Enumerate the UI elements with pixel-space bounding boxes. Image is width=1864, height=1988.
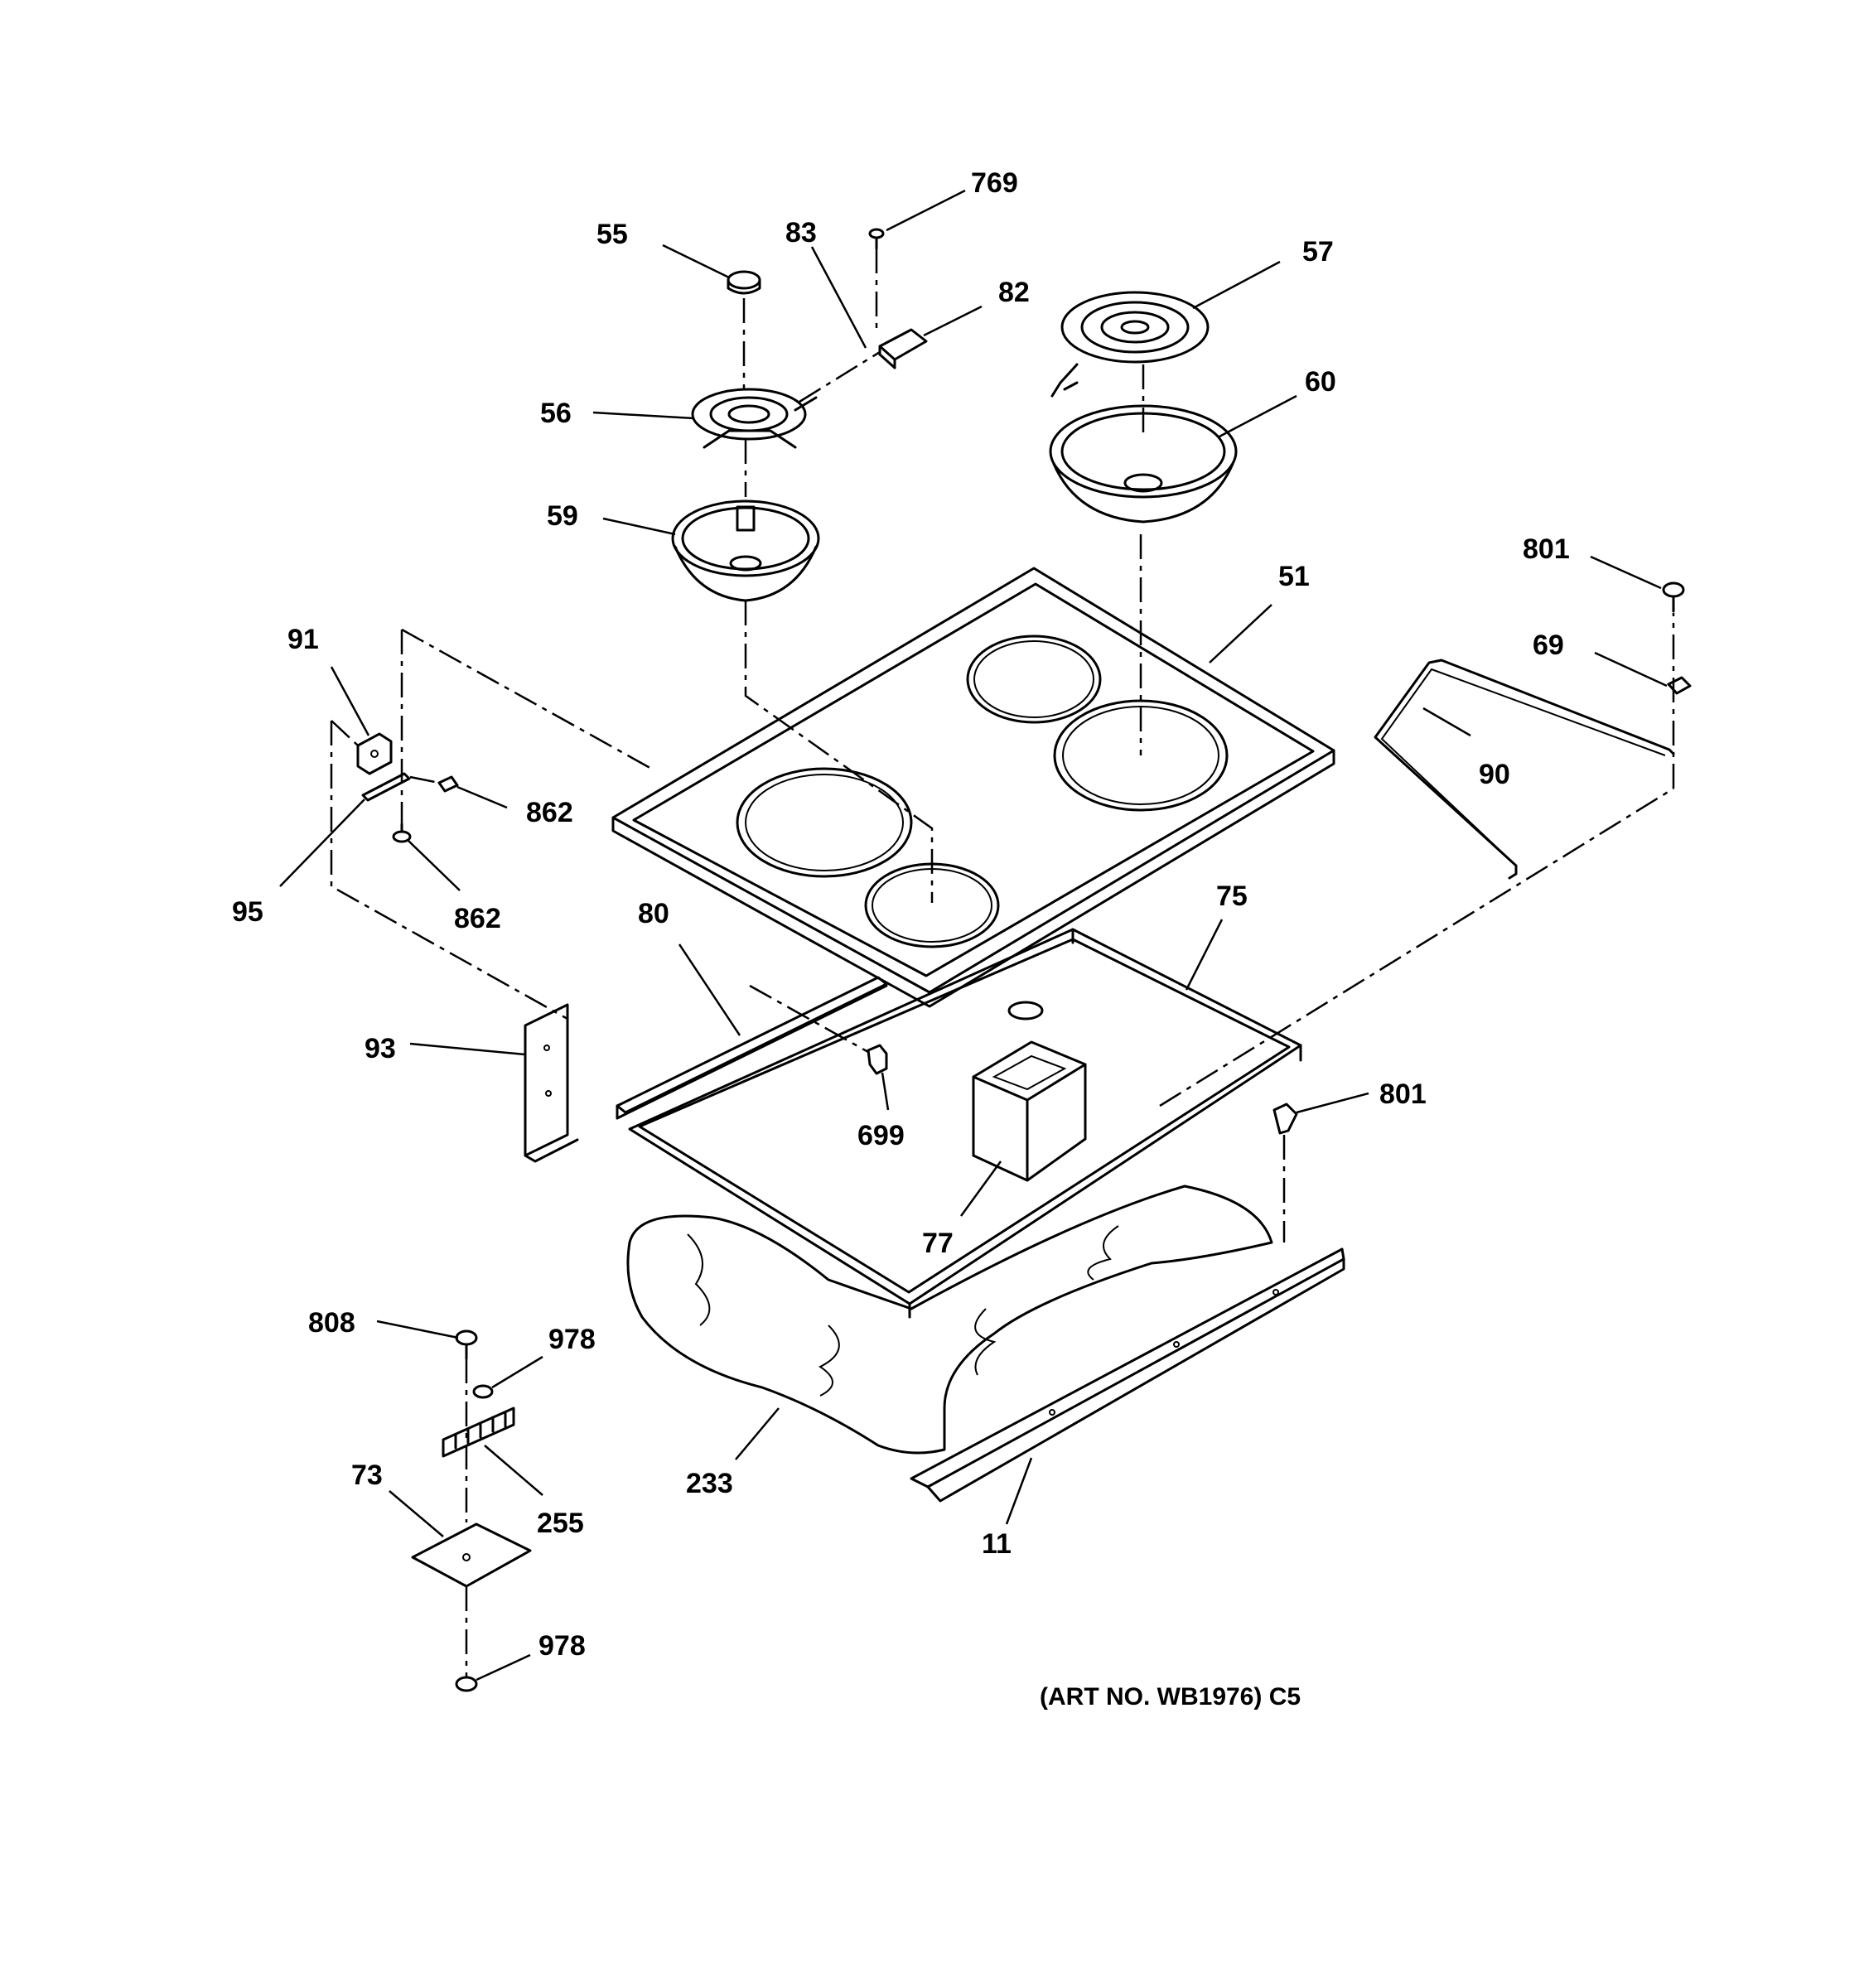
callout-77: 77 (922, 1228, 954, 1259)
callout-801-top: 801 (1523, 533, 1570, 565)
rack-90 (1374, 659, 1675, 880)
screw-808 (455, 1329, 478, 1360)
nut-978-b (455, 1676, 478, 1692)
callout-56: 56 (540, 398, 572, 429)
nut-978-a (472, 1384, 494, 1399)
clip-69 (1667, 676, 1692, 695)
callout-55: 55 (596, 219, 628, 250)
callout-769: 769 (971, 167, 1018, 199)
callout-862-upper: 862 (526, 797, 573, 828)
callout-862-lower: 862 (454, 903, 501, 934)
callout-95: 95 (232, 896, 263, 928)
switch-82 (878, 328, 928, 369)
insulation-block-77 (972, 1040, 1087, 1182)
callout-978-upper: 978 (548, 1324, 596, 1355)
surface-unit-large-57 (1050, 291, 1210, 398)
alignment-lines (330, 248, 1675, 1677)
bracket-91 (356, 732, 393, 775)
insulation-blanket-233 (626, 1185, 1273, 1455)
drip-pan-small-59 (671, 499, 820, 602)
screw-801-b (1272, 1103, 1298, 1135)
callout-11: 11 (982, 1528, 1012, 1560)
callout-93: 93 (365, 1033, 396, 1064)
callout-233: 233 (686, 1468, 733, 1499)
callout-801-right: 801 (1379, 1078, 1427, 1110)
clip-95 (361, 772, 411, 802)
knob-cap-55 (727, 270, 761, 295)
screw-862-b (392, 823, 412, 843)
drip-pan-large-60 (1049, 404, 1238, 524)
callout-57: 57 (1302, 236, 1334, 268)
screw-699 (867, 1044, 888, 1075)
surface-unit-small-56 (691, 388, 818, 449)
callout-69: 69 (1533, 630, 1564, 661)
callout-75: 75 (1216, 881, 1248, 912)
callout-82: 82 (998, 277, 1030, 308)
callout-83: 83 (785, 217, 817, 248)
screw-801-a (1662, 581, 1685, 613)
callout-labels: 769 55 83 82 57 60 56 59 801 51 69 91 90… (232, 167, 1570, 1662)
plate-73 (411, 1522, 532, 1588)
terminal-block-255 (442, 1407, 515, 1458)
callout-80: 80 (638, 898, 669, 929)
cooktop-51 (611, 567, 1335, 1008)
callout-60: 60 (1305, 366, 1336, 398)
burner-box-75 (628, 928, 1302, 1319)
callout-255: 255 (537, 1508, 584, 1539)
callout-51: 51 (1278, 561, 1310, 592)
callout-91: 91 (287, 624, 319, 655)
art-number: (ART NO. WB1976) C5 (1040, 1683, 1301, 1711)
callout-808: 808 (308, 1307, 355, 1339)
callout-73: 73 (351, 1460, 383, 1491)
callout-59: 59 (547, 500, 578, 532)
screw-769 (868, 228, 885, 250)
callout-90: 90 (1479, 759, 1510, 790)
screw-862-a (437, 775, 459, 793)
front-frame-80 (616, 976, 888, 1120)
callout-699: 699 (857, 1120, 905, 1151)
leader-lines (279, 189, 1668, 1682)
side-trim-11 (910, 1247, 1345, 1503)
callout-978-lower: 978 (538, 1630, 586, 1662)
rail-93 (524, 1003, 579, 1163)
